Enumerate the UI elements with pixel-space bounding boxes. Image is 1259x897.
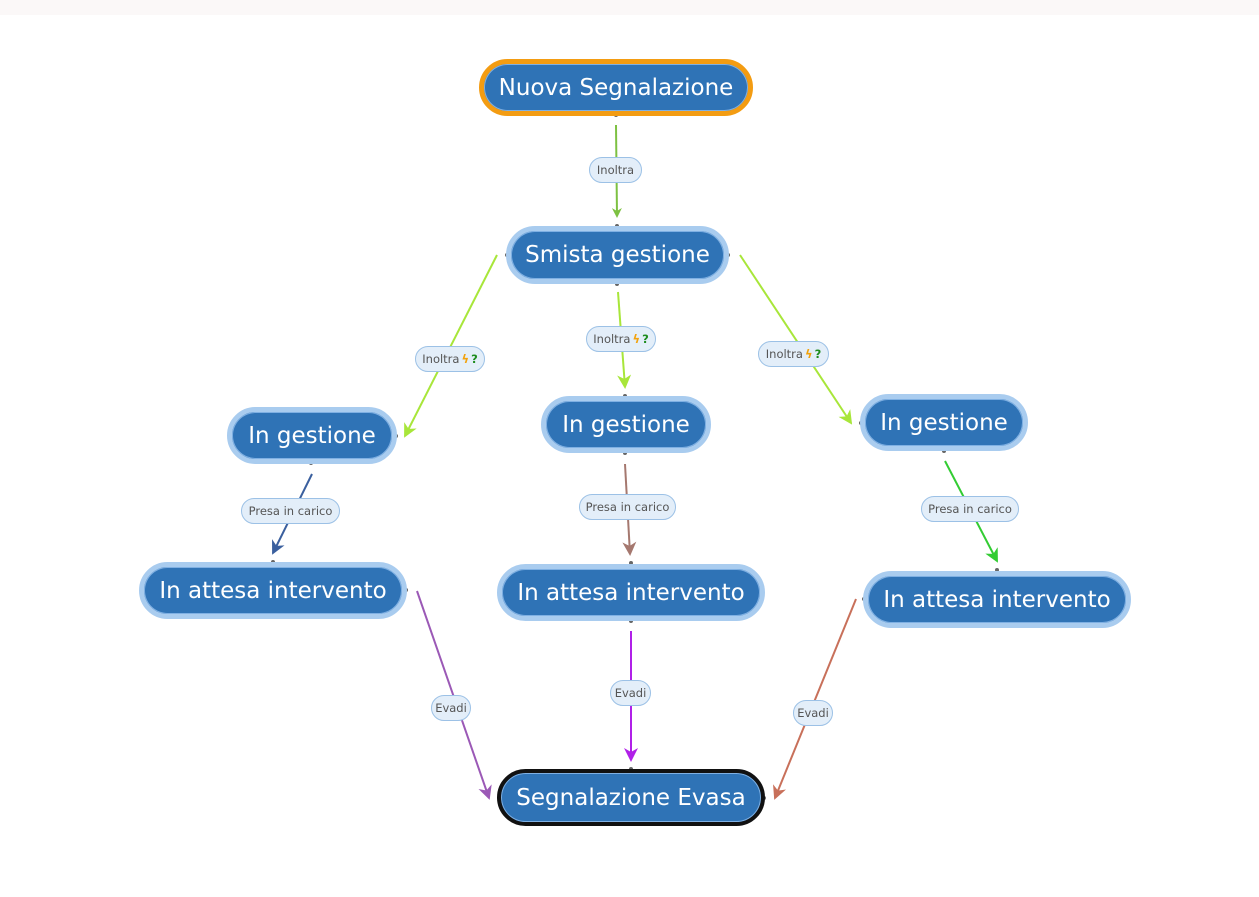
edge-label-text: Presa in carico (585, 500, 670, 514)
state-label: In gestione (248, 422, 376, 449)
question-icon: ? (471, 352, 478, 366)
state-label: In attesa intervento (159, 577, 387, 604)
state-label: In gestione (880, 409, 1008, 436)
edge-label-inoltra-left[interactable]: Inoltra ϟ ? (415, 346, 485, 372)
edge-label-inoltra-mid[interactable]: Inoltra ϟ ? (586, 326, 656, 352)
lightning-icon: ϟ (632, 332, 641, 346)
port-dot (942, 449, 946, 453)
edge-label-presa-right[interactable]: Presa in carico (921, 496, 1019, 522)
edge-label-inoltra-right[interactable]: Inoltra ϟ ? (758, 341, 829, 367)
state-label: Segnalazione Evasa (516, 784, 746, 811)
edge-label-text: Evadi (797, 706, 829, 720)
state-label: Nuova Segnalazione (498, 74, 734, 101)
edge-label-presa-mid[interactable]: Presa in carico (579, 494, 676, 520)
edge-label-evadi-left[interactable]: Evadi (431, 695, 471, 721)
state-label: Smista gestione (525, 242, 710, 268)
question-icon: ? (642, 332, 649, 346)
port-dot (995, 568, 999, 572)
question-icon: ? (814, 347, 822, 361)
port-dot (629, 619, 633, 623)
lightning-icon: ϟ (804, 347, 813, 361)
edge-label-evadi-mid[interactable]: Evadi (610, 680, 651, 706)
port-dot (629, 561, 633, 565)
state-segnalazione-evasa[interactable]: Segnalazione Evasa (497, 769, 765, 826)
state-label: In attesa intervento (517, 579, 745, 606)
edge-label-text: Inoltra (593, 332, 631, 346)
state-in-gestione-mid[interactable]: In gestione (541, 396, 711, 453)
state-in-attesa-left[interactable]: In attesa intervento (139, 562, 407, 619)
state-smista-gestione[interactable]: Smista gestione (506, 226, 729, 284)
edge-label-presa-left[interactable]: Presa in carico (241, 498, 340, 524)
state-label: In gestione (562, 411, 690, 438)
edge-label-text: Presa in carico (248, 504, 333, 518)
state-label: In attesa intervento (883, 586, 1111, 613)
lightning-icon: ϟ (461, 352, 470, 366)
edge-label-text: Inoltra (596, 163, 635, 177)
port-dot (615, 282, 619, 286)
edge-evadi-right (773, 598, 857, 800)
edge-inoltra-left (404, 254, 498, 438)
edge-label-inoltra-top[interactable]: Inoltra (589, 157, 642, 183)
edge-label-evadi-right[interactable]: Evadi (793, 700, 833, 726)
top-bar (0, 0, 1259, 15)
state-in-attesa-mid[interactable]: In attesa intervento (497, 564, 765, 621)
state-in-attesa-right[interactable]: In attesa intervento (863, 571, 1131, 628)
edge-label-text: Inoltra (422, 352, 460, 366)
state-nuova-segnalazione[interactable]: Nuova Segnalazione (479, 59, 753, 116)
port-dot (623, 451, 627, 455)
edge-label-text: Presa in carico (928, 502, 1012, 516)
edge-label-text: Evadi (614, 686, 647, 700)
state-in-gestione-right[interactable]: In gestione (860, 394, 1028, 451)
edge-evadi-left (416, 590, 492, 800)
edge-label-text: Inoltra (765, 347, 803, 361)
edge-label-text: Evadi (435, 701, 467, 715)
edge-inoltra-right (739, 254, 853, 425)
state-in-gestione-left[interactable]: In gestione (227, 407, 397, 464)
